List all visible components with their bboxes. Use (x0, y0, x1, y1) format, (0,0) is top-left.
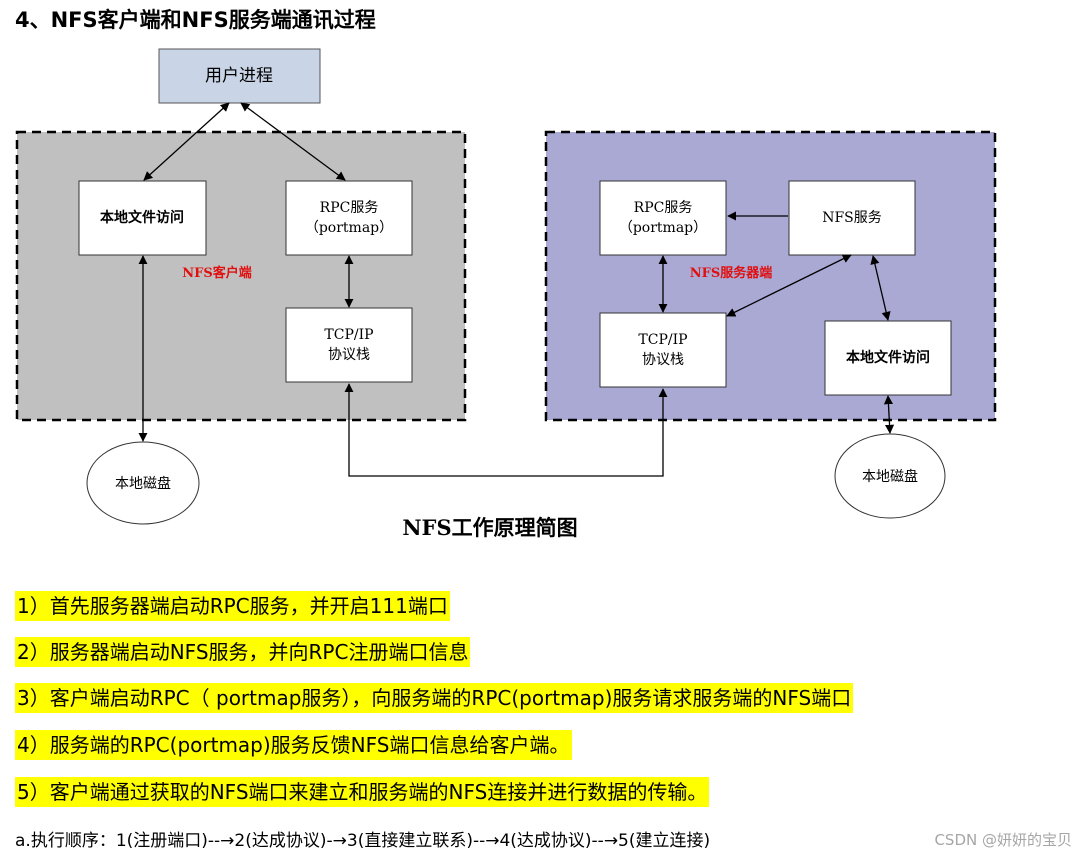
arrow-server-file-to-disk (883, 395, 895, 434)
client-tcpip-line1: TCP/IP (324, 327, 373, 343)
section-heading: 4、NFS客户端和NFS服务端通讯过程 (15, 8, 376, 32)
arrow-nfs-to-server-file (870, 255, 891, 321)
arrow-client-server-tcpip-link (344, 383, 668, 477)
execution-order: a.执行顺序：1(注册端口)--→2(达成协议)-→3(直接建立联系)--→4(… (15, 831, 711, 851)
arrow-nfs-to-server-tcpip (726, 254, 852, 317)
arrow-user-to-client-rpc (240, 102, 346, 181)
step-5: 5）客户端通过获取的NFS端口来建立和服务端的NFS连接并进行数据的传输。 (15, 777, 710, 807)
step-1: 1）首先服务器端启动RPC服务，并开启111端口 (15, 591, 450, 621)
client-tcpip-box (285, 307, 413, 383)
client-disk (86, 441, 200, 525)
server-rpc-line1: RPC服务 (634, 200, 693, 216)
server-nfs-label: NFS服务 (822, 210, 882, 226)
user-process-box (158, 48, 321, 104)
csdn-watermark: CSDN @妍妍的宝贝 (934, 831, 1072, 849)
server-rpc-line2: （portmap） (619, 220, 707, 236)
client-rpc-box (285, 180, 413, 256)
client-rpc-line2: （portmap） (305, 220, 393, 236)
server-region-label: NFS服务器端 (690, 265, 773, 281)
step-2: 2）服务器端启动NFS服务，并向RPC注册端口信息 (15, 637, 471, 667)
server-disk-label: 本地磁盘 (862, 468, 918, 485)
nfs-diagram: 用户进程 本地文件访问 RPC服务 （portmap） TCP/IP 协议栈 N… (15, 48, 997, 540)
server-tcpip-line1: TCP/IP (638, 332, 687, 348)
client-disk-label: 本地磁盘 (115, 475, 171, 492)
server-rpc-box (599, 180, 727, 256)
server-local-file-label: 本地文件访问 (846, 349, 930, 366)
client-region-label: NFS客户端 (182, 265, 252, 281)
client-local-file-label: 本地文件访问 (100, 209, 184, 226)
server-tcpip-line2: 协议栈 (642, 352, 684, 368)
server-disk (834, 433, 946, 519)
server-local-file-box (824, 320, 952, 396)
client-rpc-line1: RPC服务 (320, 200, 379, 216)
step-3: 3）客户端启动RPC（ portmap服务），向服务端的RPC(portmap)… (15, 683, 854, 713)
arrow-user-to-client-file (143, 102, 230, 181)
diagram-caption: NFS工作原理简图 (402, 515, 577, 540)
step-4: 4）服务端的RPC(portmap)服务反馈NFS端口信息给客户端。 (15, 730, 572, 760)
server-tcpip-box (599, 312, 727, 388)
client-local-file-box (78, 180, 207, 256)
server-nfs-box (788, 180, 916, 256)
client-tcpip-line2: 协议栈 (328, 347, 370, 363)
user-process-label: 用户进程 (205, 66, 273, 86)
